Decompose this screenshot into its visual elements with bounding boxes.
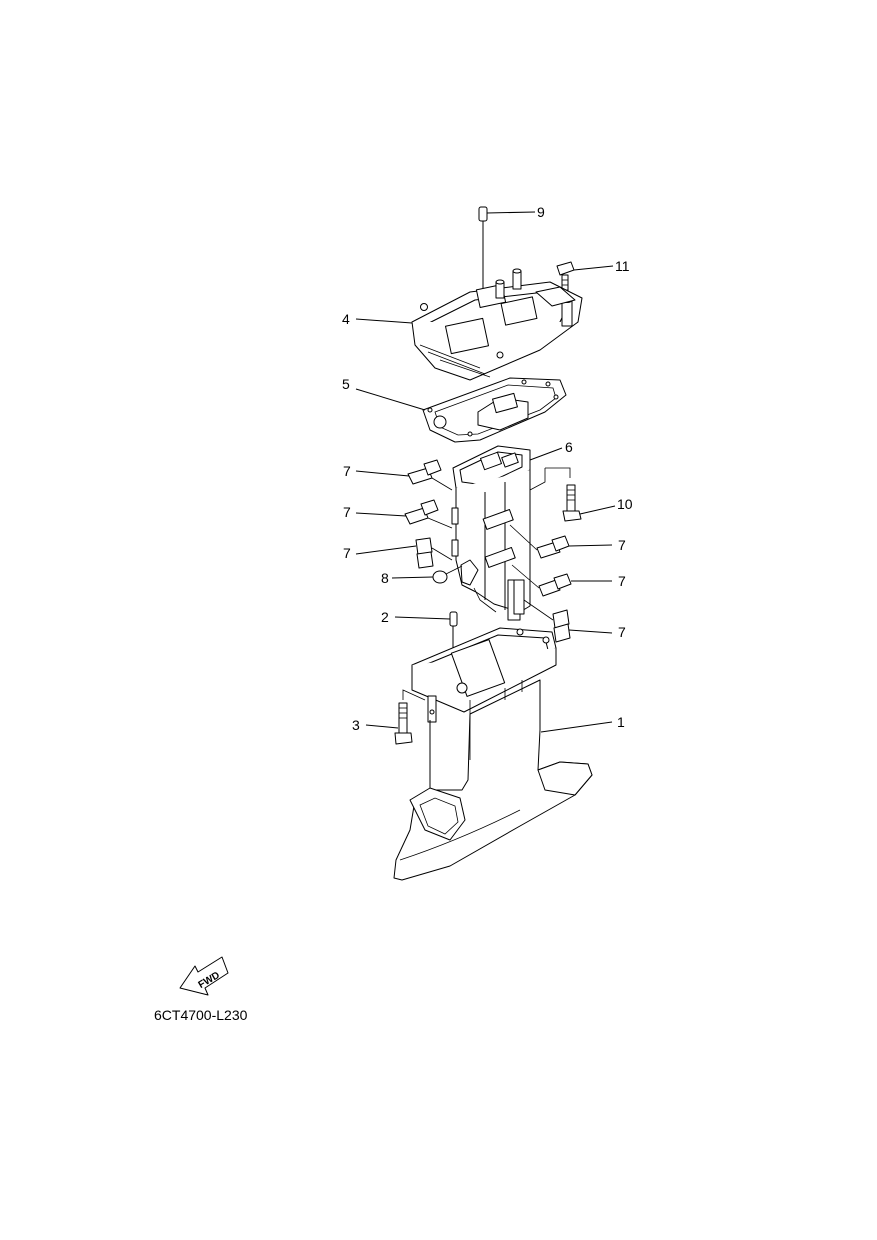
callout-3: 3	[352, 717, 360, 733]
drawing-code: 6CT4700-L230	[154, 1007, 248, 1023]
part-8-plug: 8	[381, 565, 463, 586]
fwd-arrow-icon: FWD	[179, 956, 229, 996]
part-6-exhaust-guide: 6	[451, 439, 573, 621]
callout-7a: 7	[343, 463, 351, 479]
part-4-upper-case: 4	[342, 268, 583, 381]
callout-9: 9	[537, 204, 545, 220]
callout-7e: 7	[618, 573, 626, 589]
part-5-gasket: 5	[342, 376, 567, 443]
part-7-mount-mid-left: 7	[343, 499, 453, 529]
callout-1: 1	[617, 714, 625, 730]
callout-7d: 7	[618, 537, 626, 553]
callout-6: 6	[565, 439, 573, 455]
part-7-mount-upper-left: 7	[343, 459, 453, 491]
part-7-mount-lower-right: 7	[523, 599, 626, 643]
callout-7f: 7	[618, 624, 626, 640]
callout-5: 5	[342, 376, 350, 392]
part-9-dowel-pin: 9	[478, 204, 545, 290]
part-11-bolt: 11	[556, 258, 630, 300]
part-7-mount-lower-left: 7	[343, 537, 453, 569]
part-1-upper-casing: 1	[393, 627, 625, 881]
part-7-mount-mid-right: 7	[511, 564, 626, 597]
part-3-bolt: 3	[352, 689, 426, 745]
callout-4: 4	[342, 311, 350, 327]
callout-11: 11	[615, 258, 630, 274]
callout-10: 10	[617, 496, 633, 512]
part-7-mount-upper-right: 7	[509, 524, 626, 559]
callout-7c: 7	[343, 545, 351, 561]
callout-7b: 7	[343, 504, 351, 520]
callout-8: 8	[381, 570, 389, 586]
callout-2: 2	[381, 609, 389, 625]
part-10-bolt: 10	[562, 484, 633, 522]
